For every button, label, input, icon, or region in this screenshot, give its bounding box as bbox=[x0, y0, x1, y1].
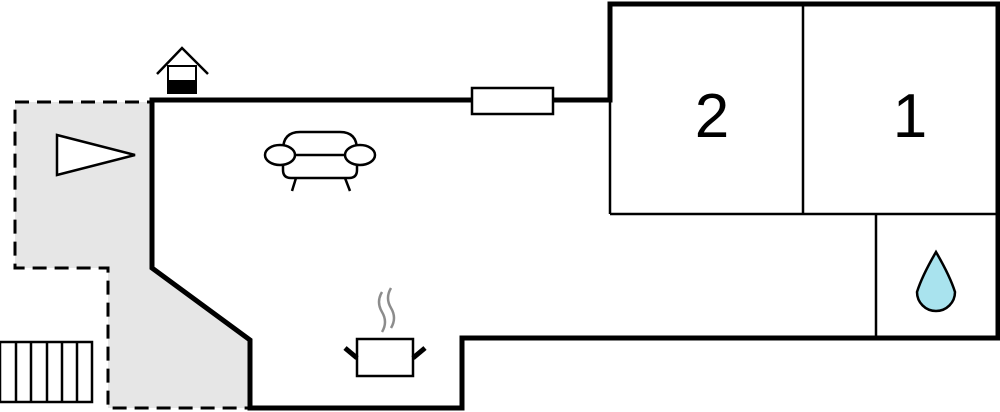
sofa-icon bbox=[263, 130, 377, 192]
terrace-direction-icon bbox=[55, 133, 136, 177]
window-icon bbox=[470, 86, 555, 116]
bedroom-block bbox=[608, 4, 998, 338]
stairs-icon bbox=[0, 340, 94, 404]
room-label-2: 2 bbox=[695, 82, 729, 151]
cooking-pot-icon bbox=[343, 287, 427, 378]
water-drop-icon bbox=[915, 249, 957, 313]
entrance-house-icon bbox=[156, 46, 209, 94]
exterior-wall bbox=[149, 1, 1000, 411]
room-label-1: 1 bbox=[893, 82, 927, 151]
